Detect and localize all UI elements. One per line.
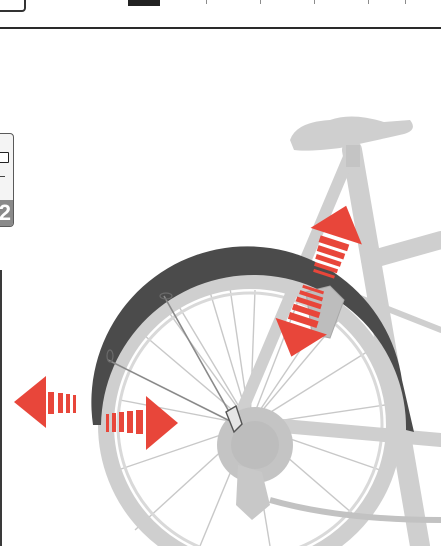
bike-frame: [238, 150, 441, 546]
adjust-arrow-icon: [14, 376, 76, 428]
seat-post: [346, 145, 360, 167]
